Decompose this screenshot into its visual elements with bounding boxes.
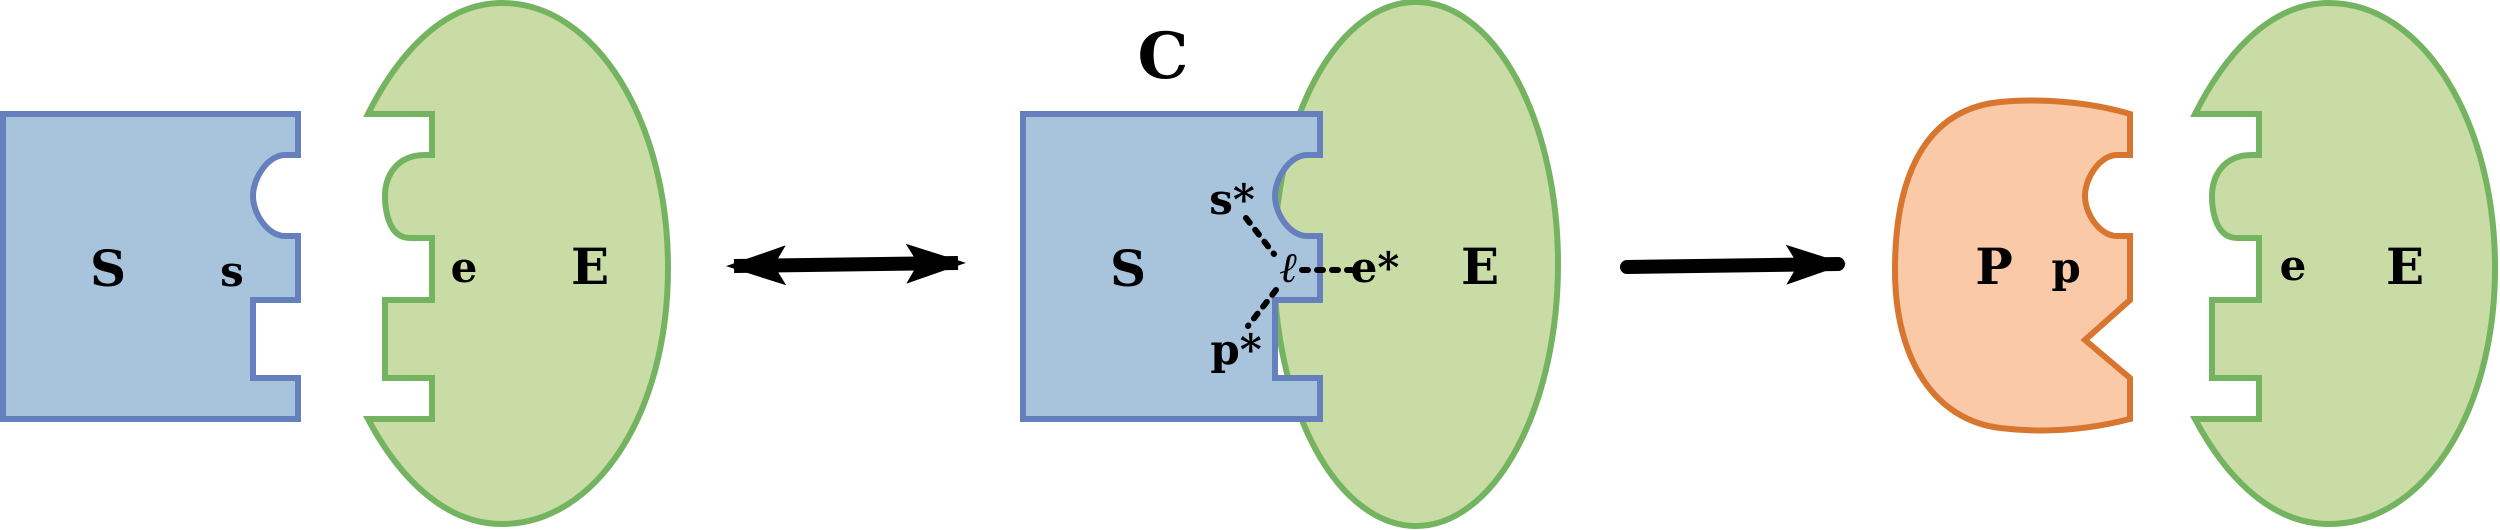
- bond-lines: [1243, 215, 1355, 329]
- enzyme-shape: [363, 0, 672, 528]
- stage-1-separate: S s e E: [0, 0, 672, 528]
- stage-2-complex: C S s* p* ℓ e* E: [1020, 0, 1561, 529]
- substrate-shape: [0, 111, 301, 422]
- substrate-site-label: s: [220, 247, 244, 296]
- complex-label: C: [1138, 19, 1189, 94]
- substrate-label: S: [1110, 239, 1146, 298]
- enzyme-label: E: [2386, 237, 2424, 296]
- enzyme-label: E: [1461, 237, 1499, 296]
- s-star-label: s*: [1209, 175, 1255, 224]
- product-site-label: p: [2051, 243, 2080, 292]
- product-label: P: [1975, 237, 2013, 296]
- substrate-label: S: [90, 239, 126, 298]
- product-shape: [1891, 97, 2133, 434]
- stage-3-products: P p e E: [1891, 0, 2499, 528]
- p-star-label: p*: [1210, 325, 1261, 374]
- substrate-shape: [1020, 111, 1323, 422]
- enzyme-site-label: e: [2280, 241, 2307, 290]
- enzyme-shape: [2190, 0, 2499, 528]
- enzyme-label: E: [571, 237, 609, 296]
- reversible-arrow: [726, 243, 966, 286]
- e-star-label: e*: [1351, 243, 1400, 292]
- enzyme-site-label: e: [451, 243, 478, 292]
- ell-label: ℓ: [1279, 243, 1297, 292]
- forward-arrow: [1620, 244, 1846, 285]
